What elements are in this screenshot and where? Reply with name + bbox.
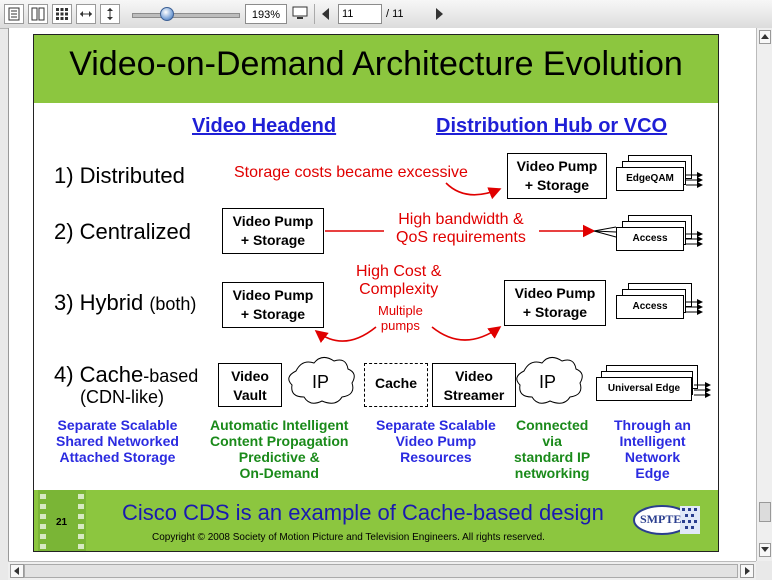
ip-cloud-left-label: IP bbox=[312, 372, 330, 392]
video-pump-storage-box-r3-right: Video Pump+ Storage bbox=[504, 280, 606, 326]
horizontal-scrollbar[interactable] bbox=[8, 561, 756, 580]
chevron-down-icon bbox=[761, 547, 769, 552]
horizontal-scroll-thumb[interactable] bbox=[24, 564, 738, 578]
monitor-icon bbox=[292, 6, 308, 19]
smpte-logo: SMPTE bbox=[632, 502, 702, 538]
arrow-storage-to-hub bbox=[445, 182, 502, 200]
note-storage-costs: Storage costs became excessive bbox=[234, 164, 468, 181]
access-output-arrows-r2 bbox=[686, 231, 703, 247]
toolbar-separator bbox=[314, 4, 315, 24]
universal-edge-output-arrows bbox=[694, 382, 711, 398]
arrow-hybrid-left bbox=[314, 326, 377, 343]
fit-height-icon bbox=[107, 8, 113, 20]
vertical-scrollbar[interactable] bbox=[756, 28, 772, 561]
edgeqam-output-arrows bbox=[686, 172, 703, 188]
video-pump-storage-box-r1: Video Pump+ Storage bbox=[507, 153, 607, 199]
video-pump-storage-box-r2: Video Pump+ Storage bbox=[222, 208, 324, 254]
row-label-centralized: 2) Centralized bbox=[54, 219, 191, 244]
zoom-level-field[interactable]: 193% bbox=[245, 4, 287, 24]
note-high-cost: High Cost &Complexity bbox=[356, 263, 442, 298]
scroll-up-button[interactable] bbox=[759, 30, 771, 44]
single-page-icon bbox=[8, 7, 20, 21]
diagram-connectors bbox=[288, 172, 711, 404]
row-label-distributed: 1) Distributed bbox=[54, 163, 185, 188]
access-box-r3: Access bbox=[616, 295, 684, 319]
note-bandwidth: High bandwidth &QoS requirements bbox=[396, 211, 526, 246]
chevron-left-icon bbox=[14, 567, 19, 575]
row-label-hybrid: 3) Hybrid (both) bbox=[54, 290, 197, 315]
film-strip-graphic bbox=[38, 490, 86, 551]
page-number-input[interactable]: 11 bbox=[338, 4, 382, 24]
universal-edge-box: Universal Edge bbox=[596, 377, 692, 401]
continuous-view-button[interactable] bbox=[28, 4, 48, 24]
arrow-hybrid-right bbox=[431, 326, 502, 341]
vertical-scroll-thumb[interactable] bbox=[759, 502, 771, 522]
zoom-slider-track[interactable] bbox=[132, 13, 240, 18]
fit-height-button[interactable] bbox=[100, 4, 120, 24]
cache-box: Cache bbox=[364, 363, 428, 407]
scroll-right-button[interactable] bbox=[740, 564, 754, 578]
title-banner: Video-on-Demand Architecture Evolution bbox=[34, 35, 718, 103]
single-page-view-button[interactable] bbox=[4, 4, 24, 24]
smpte-seal-icon bbox=[633, 505, 700, 535]
footer-banner: 21 Cisco CDS is an example of Cache-base… bbox=[34, 490, 718, 551]
fit-width-icon bbox=[80, 11, 92, 17]
ip-cloud-right-label: IP bbox=[539, 372, 557, 392]
chevron-up-icon bbox=[761, 34, 769, 39]
scroll-down-button[interactable] bbox=[759, 543, 771, 557]
ip-cloud-left bbox=[288, 357, 355, 404]
smpte-logo-text: SMPTE bbox=[640, 512, 682, 526]
edgeqam-box: EdgeQAM bbox=[616, 167, 684, 191]
access-box-r2: Access bbox=[616, 227, 684, 251]
row-label-cache-based: 4) Cache-based bbox=[54, 362, 199, 387]
header-distribution-hub: Distribution Hub or VCO bbox=[436, 115, 668, 137]
slide-page: Video-on-Demand Architecture Evolution V… bbox=[33, 34, 719, 552]
ip-cloud-right bbox=[516, 357, 583, 404]
grid-icon bbox=[56, 8, 68, 20]
slide-page-number: 21 bbox=[56, 517, 68, 528]
video-pump-storage-box-r3-left: Video Pump+ Storage bbox=[222, 282, 324, 328]
access-output-arrows-r3 bbox=[686, 299, 703, 315]
viewer-toolbar: 193% 11 / 11 bbox=[0, 0, 772, 29]
footer-tagline: Cisco CDS is an example of Cache-based d… bbox=[122, 500, 604, 525]
header-video-headend: Video Headend bbox=[192, 115, 337, 137]
previous-page-icon[interactable] bbox=[322, 8, 329, 20]
scroll-left-button[interactable] bbox=[10, 564, 24, 578]
grid-view-button[interactable] bbox=[52, 4, 72, 24]
fit-width-button[interactable] bbox=[76, 4, 96, 24]
zoom-slider-thumb[interactable] bbox=[160, 7, 174, 21]
fullscreen-button[interactable] bbox=[292, 6, 308, 25]
row-label-cdn-like: (CDN-like) bbox=[80, 387, 164, 407]
continuous-page-icon bbox=[31, 7, 45, 21]
footer-copyright: Copyright © 2008 Society of Motion Pictu… bbox=[152, 532, 545, 543]
page-total-label: / 11 bbox=[386, 8, 404, 20]
next-page-icon[interactable] bbox=[436, 8, 443, 20]
slide-title: Video-on-Demand Architecture Evolution bbox=[69, 45, 683, 83]
access-fan-lines-r2 bbox=[593, 226, 617, 238]
chevron-right-icon bbox=[745, 567, 750, 575]
